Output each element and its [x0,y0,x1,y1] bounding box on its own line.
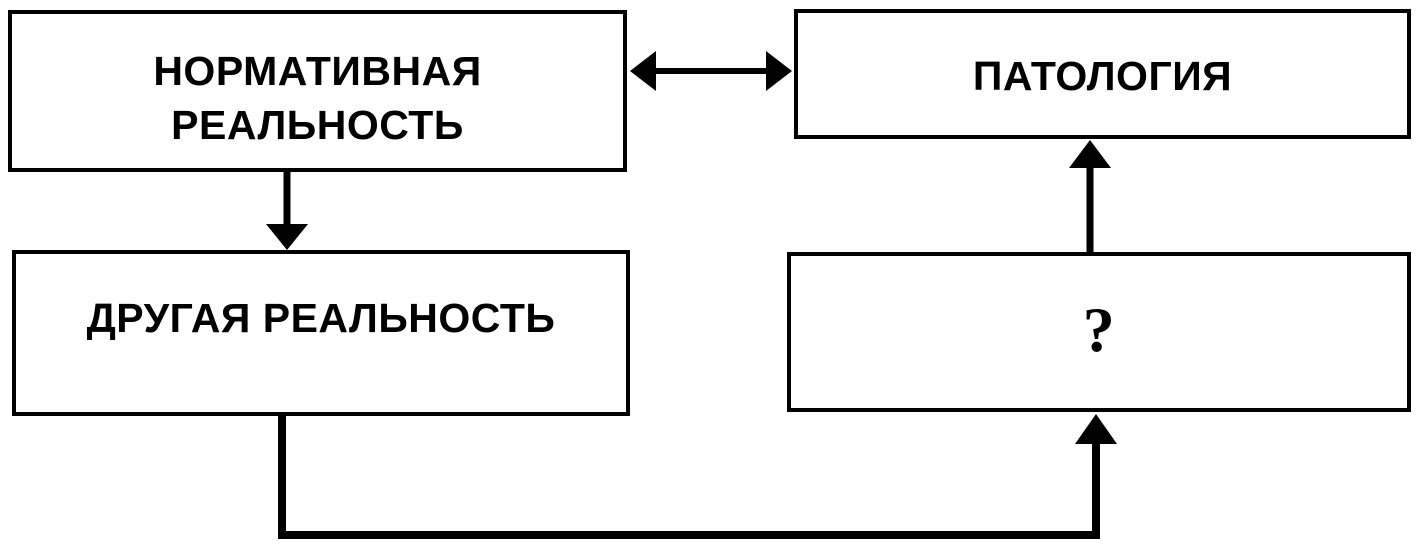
arrowhead-down-icon [266,224,308,250]
arrowhead-up-icon [1069,140,1111,168]
connector-line [278,416,1100,539]
arrowhead-up-icon [1075,414,1117,444]
edge-normative-other [266,172,308,250]
arrowhead-left-icon [630,51,656,91]
node-label: НОРМАТИВНАЯ РЕАЛЬНОСТЬ [153,47,482,148]
node-label: ПАТОЛОГИЯ [972,52,1233,99]
edge-normative-pathology [630,51,792,91]
arrowhead-right-icon [766,51,792,91]
edge-other-unknown [278,414,1117,539]
node-label: ДРУГАЯ РЕАЛЬНОСТЬ [86,294,556,341]
node-other-reality: ДРУГАЯ РЕАЛЬНОСТЬ [12,250,630,416]
node-unknown: ? [787,252,1411,412]
node-label: ? [1082,293,1116,365]
node-pathology: ПАТОЛОГИЯ [794,9,1411,139]
node-normative-reality: НОРМАТИВНАЯ РЕАЛЬНОСТЬ [8,10,627,172]
edge-unknown-pathology [1069,140,1111,252]
